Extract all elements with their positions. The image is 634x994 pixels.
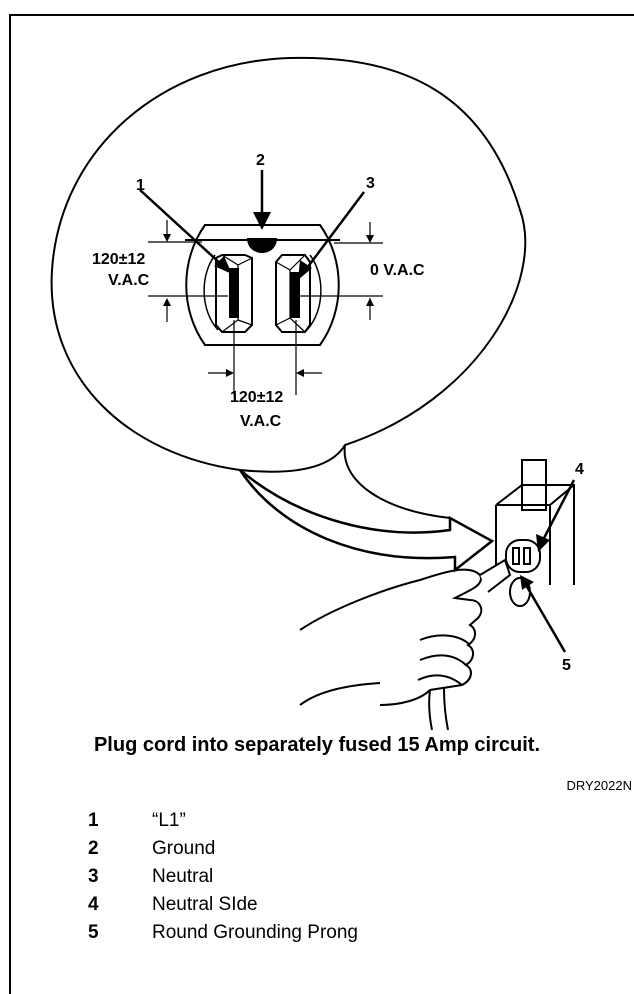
legend-item: 4 Neutral SIde [88,894,358,922]
legend-item: 5 Round Grounding Prong [88,922,358,950]
voltage-left-line1: 120±12 [92,251,145,268]
outlet-diagram: 1 2 3 120±12 V.A.C 0 V.A.C 120±12 V.A.C … [50,56,584,730]
legend-number: 4 [88,894,99,915]
voltage-bottom-line1: 120±12 [230,389,283,406]
callout-1: 1 [136,177,145,194]
legend-text: Neutral SIde [152,894,258,915]
l1-slot [229,268,239,318]
voltage-right: 0 V.A.C [370,262,425,279]
legend-number: 5 [88,922,99,943]
legend-number: 1 [88,810,99,831]
legend-text: Neutral [152,866,214,887]
voltage-left-line2: V.A.C [108,272,150,289]
legend-number: 3 [88,866,99,887]
legend-number: 2 [88,838,99,859]
legend-item: 2 Ground [88,838,358,866]
callout-arrows-box [520,479,576,653]
callout-2: 2 [256,152,265,169]
balloon-tail-edge [343,444,451,519]
callout-5: 5 [562,657,571,674]
legend-text: “L1” [152,810,186,831]
legend-text: Round Grounding Prong [152,922,358,943]
leader-lines [139,170,365,269]
balloon-arrow [238,469,495,573]
hand-illustration [299,558,512,730]
page-frame [9,14,634,994]
legend-item: 3 Neutral [88,866,358,894]
figure-code: DRY2022N [566,778,632,793]
wall-outlet-box [495,459,575,607]
outlet-face [185,224,340,346]
legend-text: Ground [152,838,216,859]
neutral-slot [290,272,300,318]
callout-3: 3 [366,175,375,192]
arrowheads [214,212,312,280]
voltage-bottom-line2: V.A.C [240,413,282,430]
legend-list: 1 “L1” 2 Ground 3 Neutral 4 Neutral SIde 5 Ro… [88,810,358,950]
ground-hole [247,238,277,253]
caption: Plug cord into separately fused 15 Amp c… [93,734,541,756]
dimension-arrowheads [163,234,374,377]
legend-item: 1 “L1” [88,810,358,838]
callout-4: 4 [575,461,584,478]
